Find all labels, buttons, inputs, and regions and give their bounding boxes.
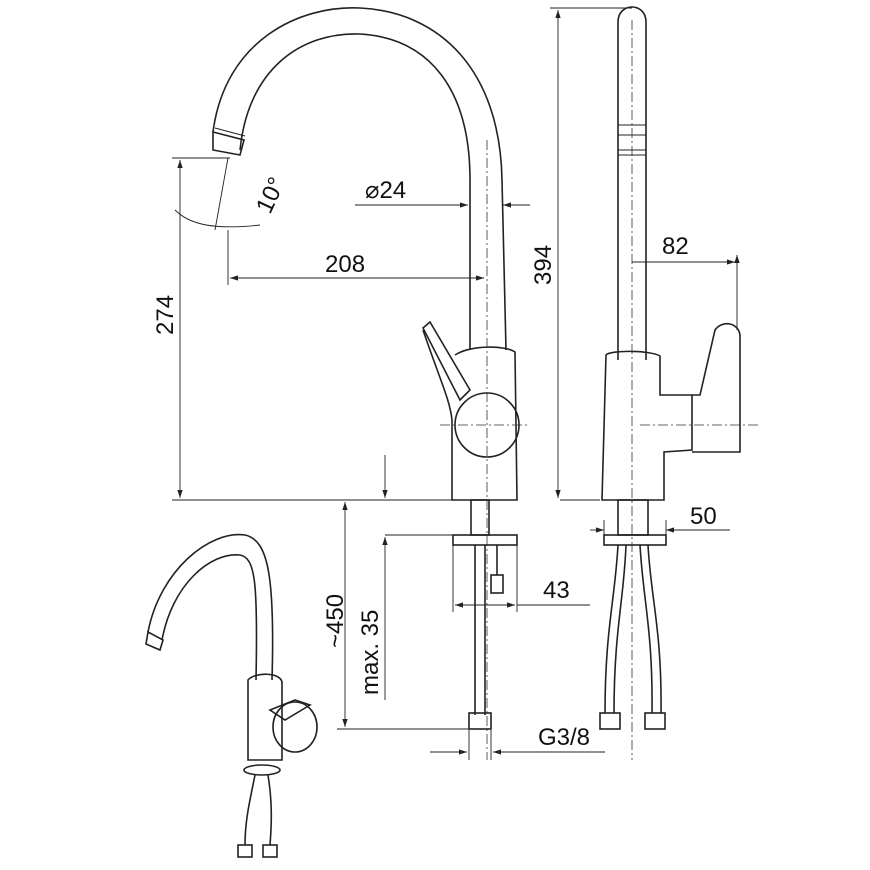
spout-angle-label: 10° [251, 173, 291, 217]
perspective-view [145, 533, 318, 858]
base-width-front-label: 43 [543, 577, 570, 604]
spout-reach-label: 208 [325, 251, 365, 278]
max-thickness-label: max. 35 [357, 610, 384, 695]
dimension-lines [172, 7, 737, 760]
spout-height-label: 274 [152, 295, 179, 335]
handle-depth-label: 82 [662, 233, 689, 260]
side-view [599, 6, 760, 760]
thread-label: G3/8 [538, 724, 590, 751]
front-view [212, 7, 530, 760]
hose-length-label: ~450 [322, 594, 349, 648]
pipe-diameter-label: ⌀24 [365, 177, 406, 204]
total-height-label: 394 [530, 245, 557, 285]
base-width-side-label: 50 [690, 503, 717, 530]
